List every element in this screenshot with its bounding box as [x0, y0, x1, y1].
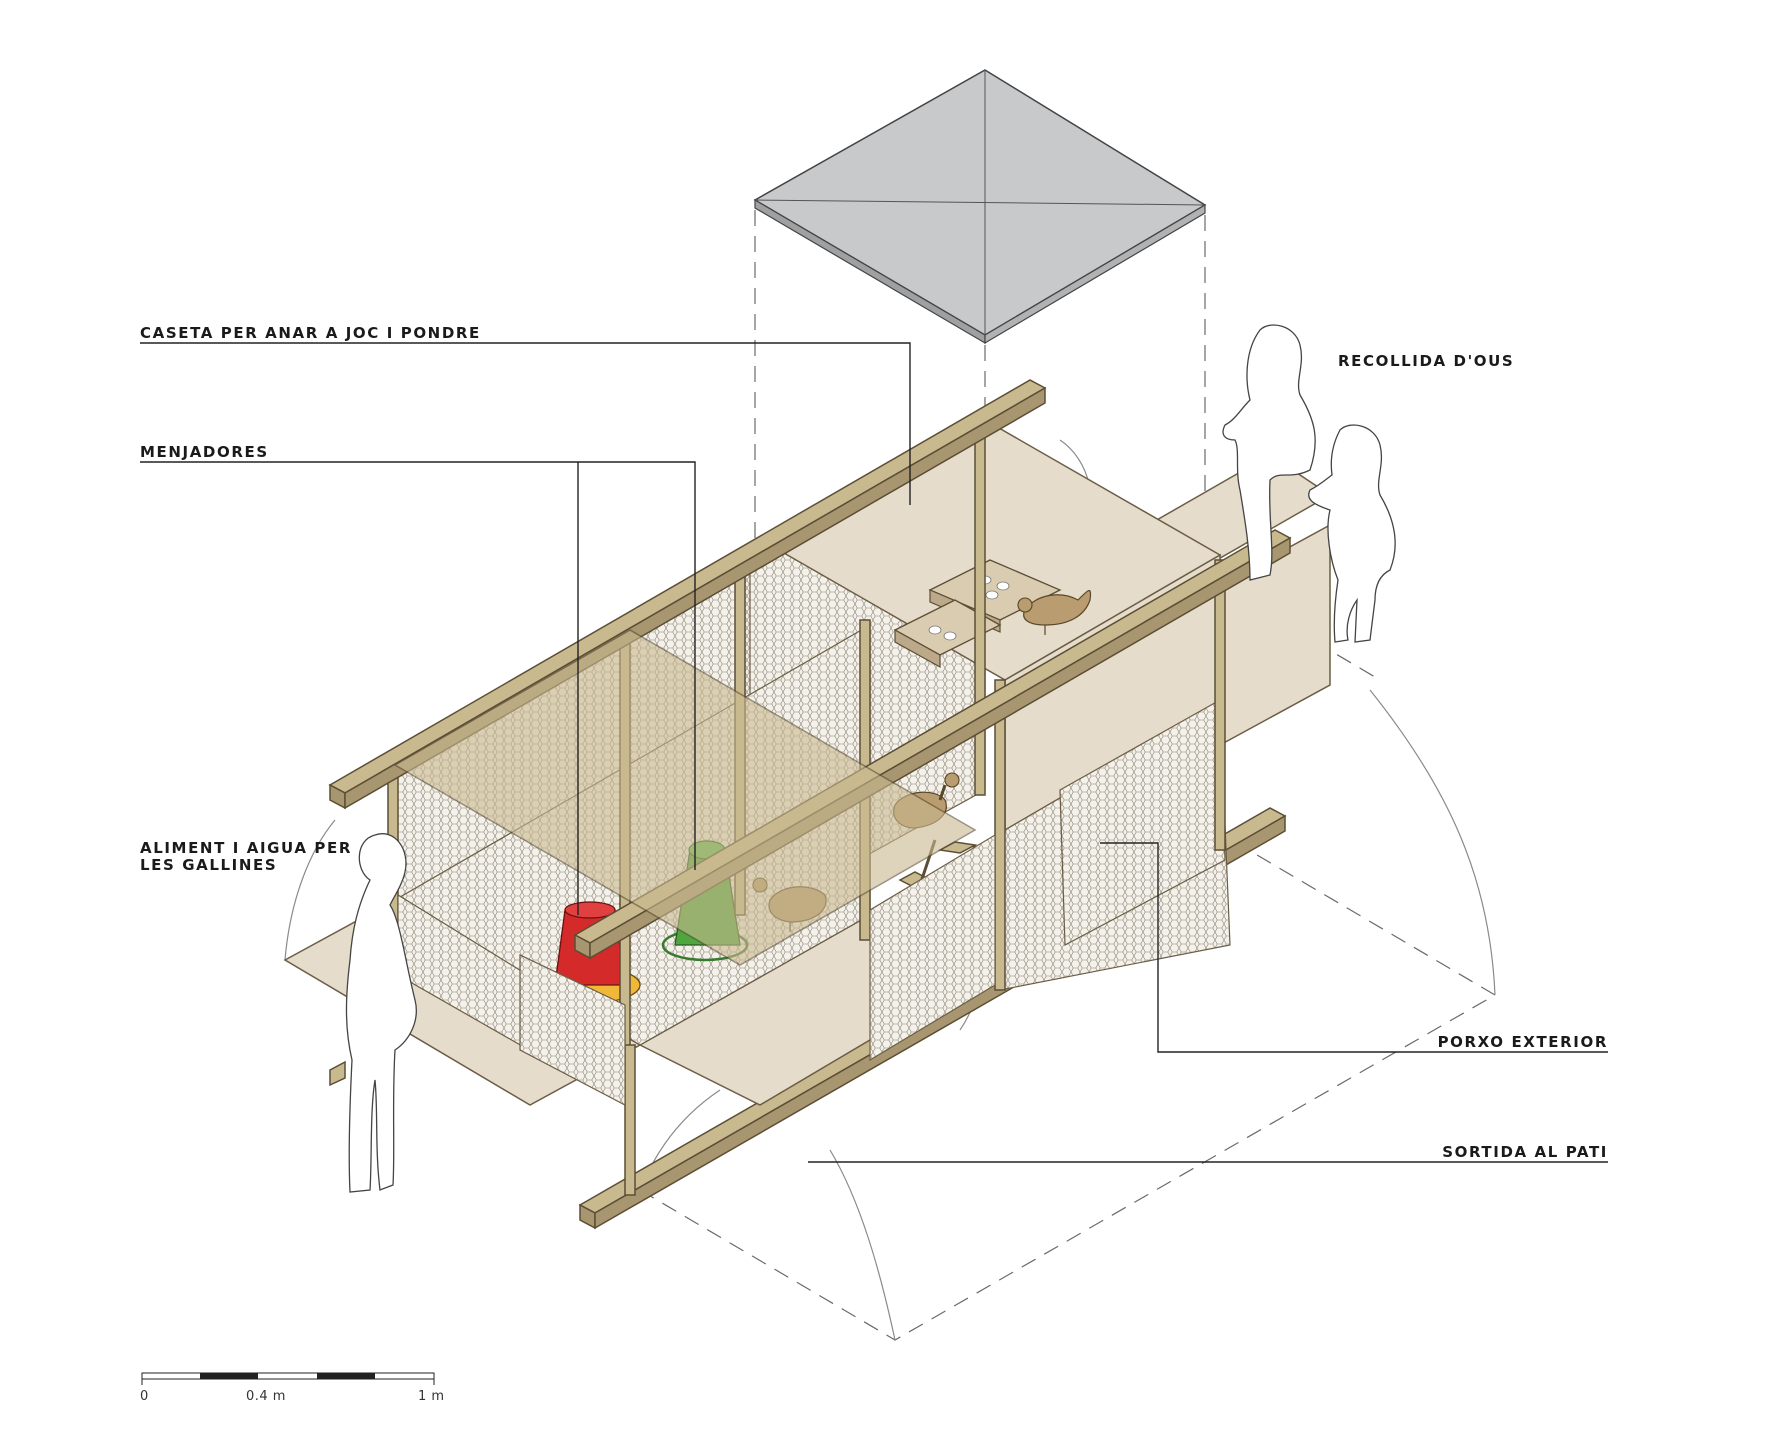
scale-tick-mid: 0.4 m [246, 1389, 286, 1404]
label-recollida: RECOLLIDA D'OUS [1338, 352, 1514, 370]
scale-tick-0: 0 [140, 1389, 149, 1404]
hen-nest [1017, 590, 1092, 635]
label-caseta: CASETA PER ANAR A JOC I PONDRE [140, 324, 481, 342]
label-aliment-line1: ALIMENT I AIGUA PER [140, 839, 352, 857]
child-left-silhouette [345, 833, 417, 1193]
label-sortida: SORTIDA AL PATI [1442, 1143, 1608, 1161]
leader-lines [140, 342, 1608, 1163]
adult-right-silhouette [1222, 324, 1316, 581]
label-menjadores: MENJADORES [140, 443, 269, 461]
label-porxo: PORXO EXTERIOR [1438, 1033, 1608, 1051]
scale-tick-end: 1 m [418, 1389, 445, 1404]
child-right-silhouette [1308, 424, 1396, 643]
roof-panel [753, 69, 1207, 345]
label-aliment-line2: LES GALLINES [140, 856, 277, 874]
top-frame-beams [328, 379, 1292, 966]
scale-bar: 0 0.4 m 1 m [140, 1372, 445, 1404]
